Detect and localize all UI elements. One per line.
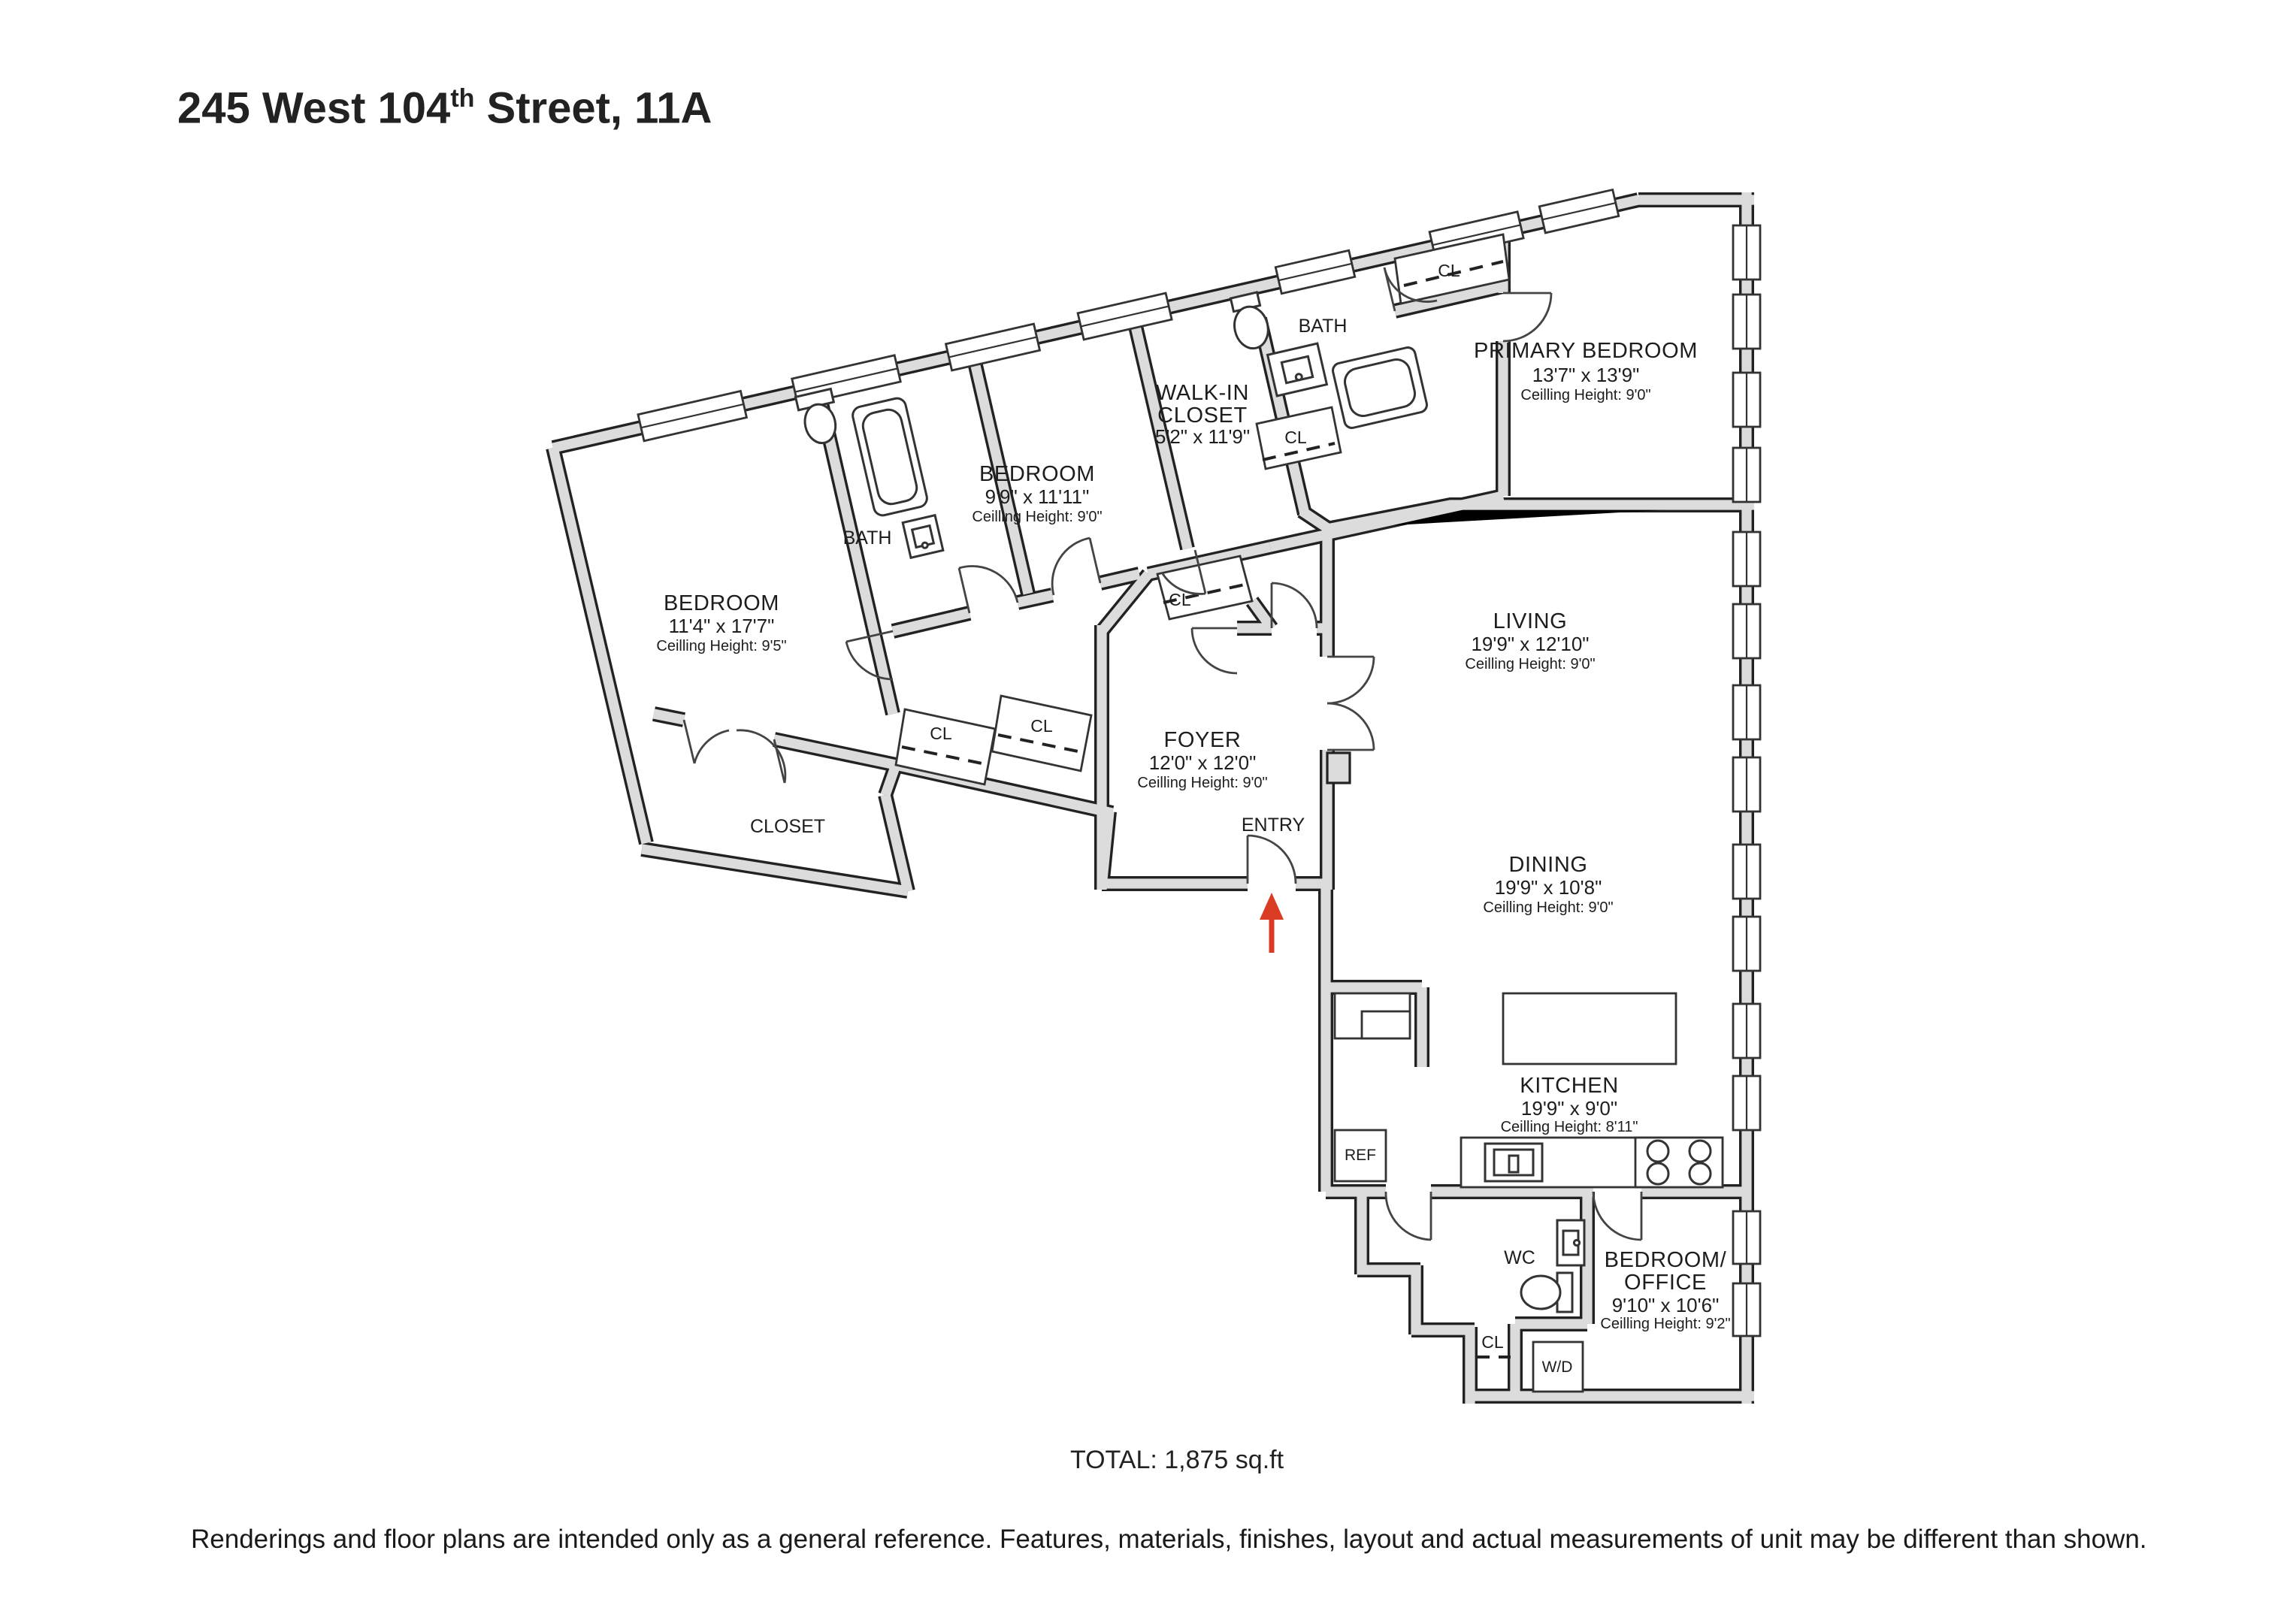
sink-icon — [1556, 1219, 1586, 1267]
room-dims-living: 19'9" x 12'10" — [1471, 633, 1589, 655]
window-icon — [637, 389, 749, 443]
window-icon — [1732, 756, 1762, 813]
room-label-walkin-1: WALK-IN — [1156, 381, 1249, 405]
window-icon — [1076, 292, 1173, 341]
window-icon — [1732, 371, 1762, 428]
closet-box — [1393, 233, 1511, 305]
room-label-office-1: BEDROOM/ — [1605, 1248, 1727, 1272]
window-icon — [1274, 249, 1357, 295]
room-dims-dining: 19'9" x 10'8" — [1495, 876, 1602, 899]
small-labels: BATH BATH CLOSET ENTRY REF WC W/D CL CL … — [750, 261, 1572, 1376]
window-icon — [1732, 1282, 1762, 1337]
window-icon — [1732, 843, 1762, 900]
cooktop-icon — [1634, 1136, 1724, 1189]
total-area: TOTAL: 1,875 sq.ft — [1069, 1446, 1284, 1474]
disclaimer-text: Renderings and floor plans are intended … — [191, 1524, 2147, 1554]
label-cl-office: CL — [1481, 1332, 1504, 1352]
window-icon — [1732, 1074, 1762, 1132]
sink-icon — [1266, 342, 1329, 397]
sink-icon — [901, 513, 945, 560]
room-dims-walkin: 5'2" x 11'9" — [1155, 425, 1250, 448]
page-title: 245 West 104th Street, 11A — [177, 84, 712, 134]
wall-pilaster — [1326, 751, 1351, 784]
room-ceiling-office: Ceilling Height: 9'2" — [1600, 1316, 1730, 1332]
toilet-icon — [1520, 1271, 1574, 1313]
room-label-bedroom3: BEDROOM — [664, 591, 779, 615]
room-label-foyer: FOYER — [1164, 728, 1242, 752]
kitchen-island — [1502, 992, 1677, 1065]
room-dims-foyer: 12'0" x 12'0" — [1149, 751, 1257, 774]
title-prefix: 245 West 104 — [177, 85, 451, 134]
closet-box — [894, 708, 997, 786]
bathtub-icon — [852, 397, 928, 517]
room-dims-bedroom3: 11'4" x 17'7" — [669, 615, 775, 637]
label-wc: WC — [1504, 1247, 1535, 1268]
room-ceiling-living: Ceilling Height: 9'0" — [1465, 656, 1595, 672]
label-cl-foyer: CL — [1169, 590, 1191, 609]
room-dims-primary-bedroom: 13'7" x 13'9" — [1532, 364, 1640, 386]
room-ceiling-bedroom2: Ceilling Height: 9'0" — [972, 509, 1102, 525]
bathtub-icon — [1332, 346, 1428, 429]
window-icon — [1732, 915, 1762, 972]
room-ceiling-bedroom3: Ceilling Height: 9'5" — [656, 638, 786, 654]
label-bath-mid: BATH — [843, 527, 892, 549]
window-icon — [1732, 1002, 1762, 1059]
window-icon — [1732, 530, 1762, 588]
window-icon — [1732, 293, 1762, 350]
windows-right-wall — [1732, 224, 1762, 1337]
windows-top-wall — [637, 188, 1620, 443]
toilet-icon — [1229, 291, 1269, 350]
closet-boxes — [894, 233, 1511, 1359]
room-label-dining: DINING — [1508, 853, 1587, 877]
label-entry: ENTRY — [1242, 815, 1305, 836]
washer-dryer-box — [1532, 1340, 1584, 1393]
room-dims-kitchen: 19'9" x 9'0" — [1521, 1097, 1617, 1120]
label-bath-upper: BATH — [1299, 316, 1348, 337]
room-dims-bedroom2: 9'9" x 11'11" — [985, 485, 1090, 508]
room-dims-office: 9'10" x 10'6" — [1612, 1294, 1720, 1316]
window-icon — [1732, 446, 1762, 503]
cabinet — [1360, 1010, 1411, 1040]
room-label-kitchen: KITCHEN — [1520, 1074, 1619, 1098]
window-icon — [1538, 188, 1620, 234]
room-label-office-2: OFFICE — [1624, 1271, 1707, 1295]
room-ceiling-primary-bedroom: Ceilling Height: 9'0" — [1520, 387, 1650, 403]
room-ceiling-foyer: Ceilling Height: 9'0" — [1137, 775, 1267, 791]
room-label-primary-bedroom: PRIMARY BEDROOM — [1474, 339, 1698, 363]
title-suffix: Street, 11A — [474, 85, 712, 134]
kitchen-sink-icon — [1484, 1142, 1544, 1183]
label-cl-walkin: CL — [1284, 428, 1307, 447]
window-icon — [1732, 1210, 1762, 1265]
room-ceiling-dining: Ceilling Height: 9'0" — [1483, 899, 1613, 916]
window-icon — [1732, 603, 1762, 660]
room-label-bedroom2: BEDROOM — [979, 462, 1095, 486]
fixtures — [794, 291, 1724, 1393]
room-label-living: LIVING — [1493, 609, 1568, 633]
label-wd: W/D — [1542, 1359, 1573, 1376]
label-cl-hall-west: CL — [930, 724, 952, 743]
title-superscript: th — [450, 84, 475, 113]
closet-box — [1255, 406, 1342, 470]
room-label-walkin-2: CLOSET — [1157, 403, 1248, 428]
label-cl-upper-bath: CL — [1438, 261, 1460, 280]
label-ref: REF — [1345, 1147, 1376, 1164]
doors — [682, 267, 1643, 1241]
label-cl-hall-east: CL — [1030, 716, 1053, 736]
room-ceiling-kitchen: Ceilling Height: 8'11" — [1501, 1119, 1638, 1135]
window-icon — [944, 322, 1042, 372]
room-labels: PRIMARY BEDROOM 13'7" x 13'9" Ceilling H… — [656, 339, 1730, 1332]
entry-arrow-icon — [1260, 893, 1284, 953]
window-icon — [1732, 684, 1762, 741]
window-icon — [1732, 224, 1762, 281]
refrigerator-box — [1333, 1129, 1387, 1183]
toilet-icon — [794, 387, 837, 445]
label-closet-room: CLOSET — [750, 816, 825, 837]
